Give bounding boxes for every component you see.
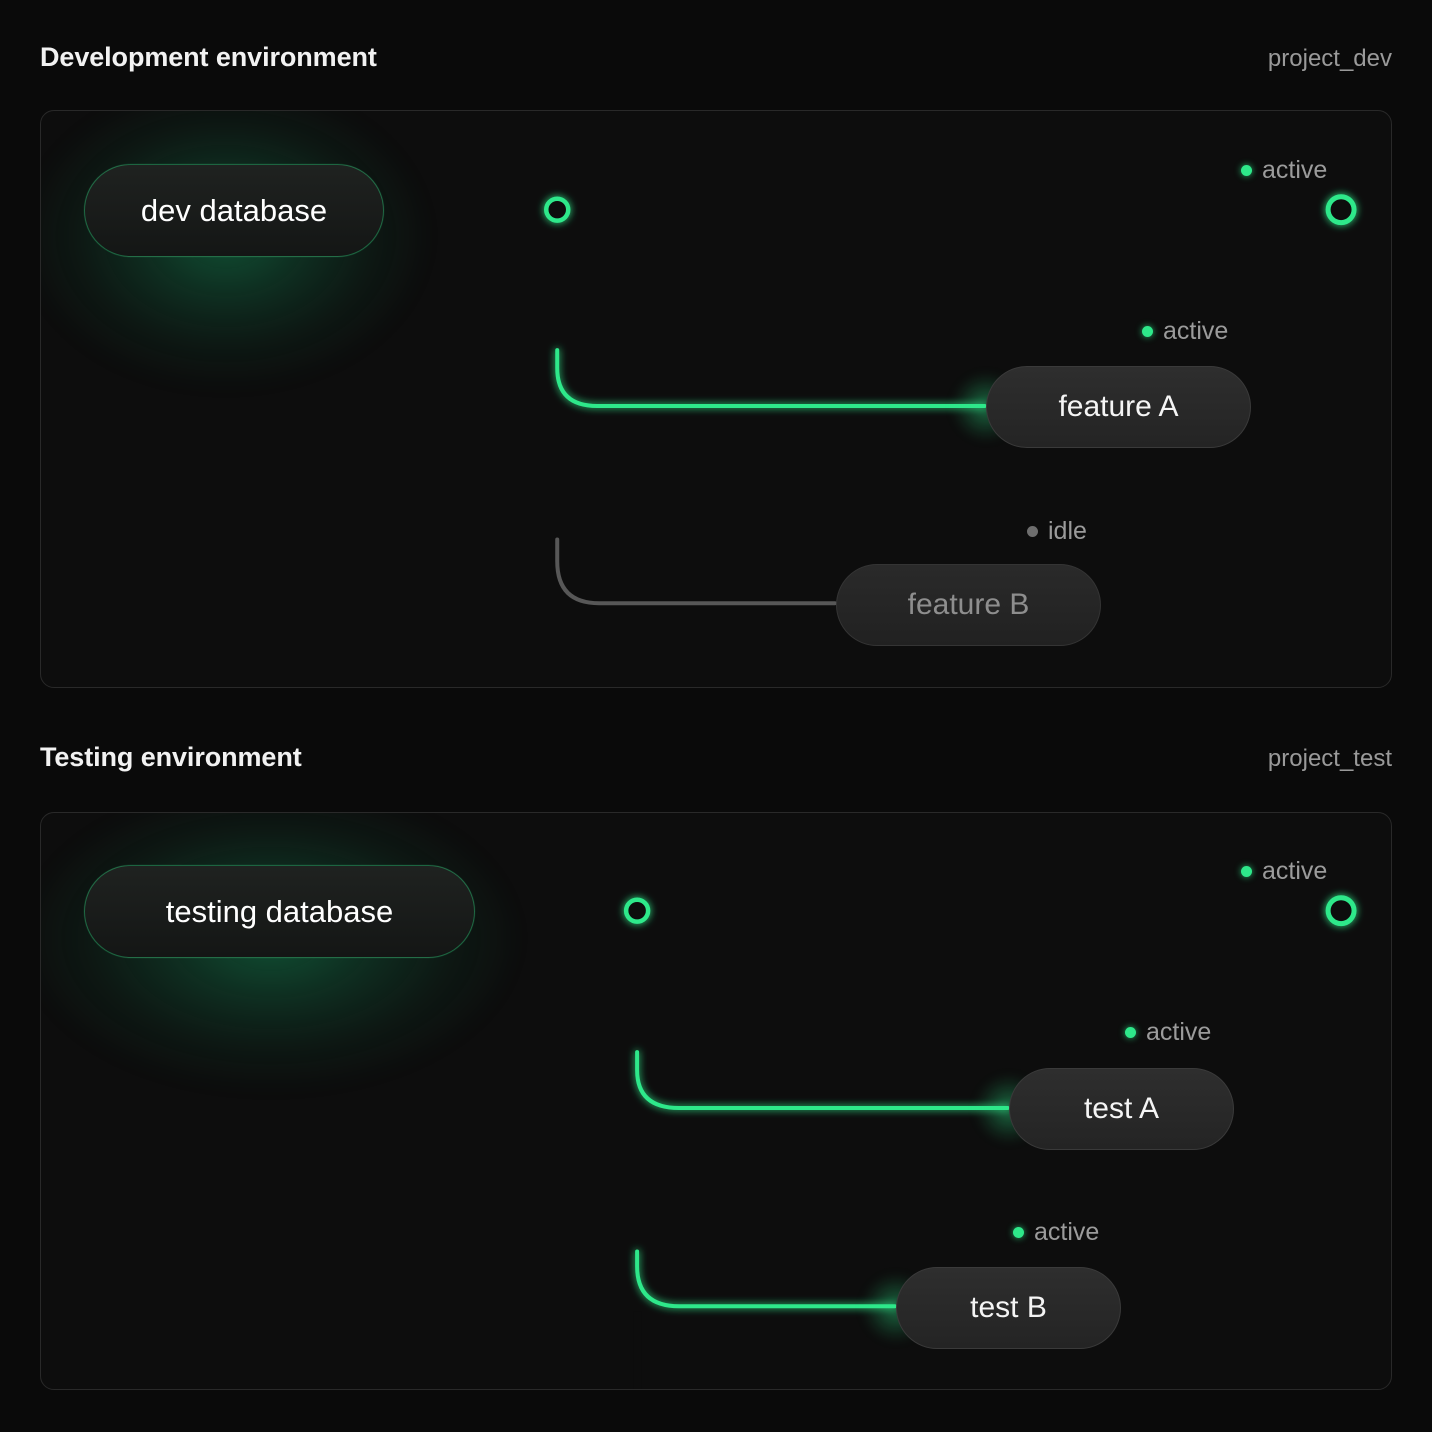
section-title-testing: Testing environment: [40, 742, 302, 772]
junction-connector-dev[interactable]: [544, 196, 571, 223]
endpoint-connector-test[interactable]: [1325, 895, 1357, 927]
edges-development: [381, 194, 1357, 606]
status-feature-b: idle: [1027, 519, 1087, 544]
project-name-test: project_test: [1267, 745, 1392, 772]
status-dot-icon: [1013, 1227, 1024, 1238]
status-label: active: [1163, 317, 1229, 345]
node-test-a[interactable]: test A: [1009, 1068, 1234, 1150]
panel-testing: testing database active test A active te…: [40, 812, 1392, 1390]
status-dot-icon: [1125, 1027, 1136, 1038]
node-feature-b[interactable]: feature B: [836, 564, 1101, 646]
status-endpoint-test: active: [1241, 859, 1327, 884]
section-header-testing: Testing environment project_test: [40, 742, 1392, 782]
junction-connector-test[interactable]: [623, 897, 651, 924]
status-dot-icon: [1241, 866, 1252, 877]
node-label-testing-database: testing database: [165, 894, 394, 929]
edge-to-feature-a: [555, 348, 987, 408]
node-label-test-b: test B: [970, 1291, 1047, 1324]
node-feature-a[interactable]: feature A: [986, 366, 1251, 448]
node-label-dev-database: dev database: [140, 193, 328, 228]
status-dot-icon: [1027, 526, 1038, 537]
node-testing-database[interactable]: testing database: [84, 865, 475, 958]
edge-to-test-b: [635, 1249, 897, 1309]
status-label: active: [1262, 857, 1328, 885]
section-header-development: Development environment project_dev: [40, 42, 1392, 82]
status-test-a: active: [1125, 1020, 1211, 1045]
status-feature-a: active: [1142, 319, 1228, 344]
node-label-feature-a: feature A: [1058, 390, 1179, 423]
page-title: Development environment: [40, 42, 377, 72]
project-name-dev: project_dev: [1267, 45, 1392, 72]
status-dot-icon: [1241, 165, 1252, 176]
node-label-test-a: test A: [1083, 1092, 1160, 1125]
status-endpoint-dev: active: [1241, 158, 1327, 183]
status-test-b: active: [1013, 1220, 1099, 1245]
status-label: active: [1034, 1218, 1100, 1246]
panel-development: dev database active feature A active fea…: [40, 110, 1392, 688]
edges-testing: [472, 895, 1357, 1389]
status-label: idle: [1048, 517, 1087, 545]
status-dot-icon: [1142, 326, 1153, 337]
node-label-feature-b: feature B: [907, 588, 1030, 621]
status-label: active: [1146, 1018, 1212, 1046]
node-test-b[interactable]: test B: [896, 1267, 1121, 1349]
endpoint-connector-dev[interactable]: [1325, 194, 1357, 226]
status-label: active: [1262, 156, 1328, 184]
edge-to-test-a: [635, 1050, 1010, 1110]
edge-to-feature-b: [555, 537, 837, 606]
node-dev-database[interactable]: dev database: [84, 164, 384, 257]
